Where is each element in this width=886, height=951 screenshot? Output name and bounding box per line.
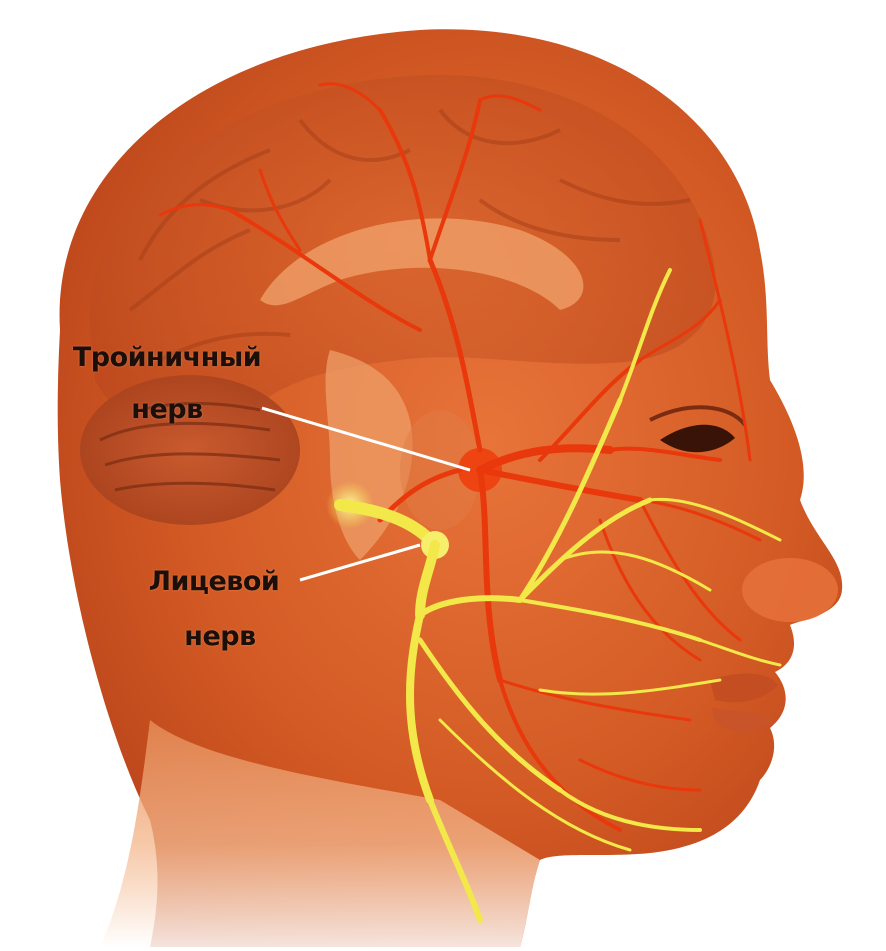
facial-label-line1: Лицевой — [122, 565, 306, 599]
trigeminal-label-line1: Тройничный — [36, 341, 298, 375]
trigeminal-label-line2: нерв — [110, 393, 224, 427]
facial-label-line2: нерв — [163, 620, 277, 654]
nose — [742, 558, 838, 622]
left-fade — [0, 0, 50, 947]
